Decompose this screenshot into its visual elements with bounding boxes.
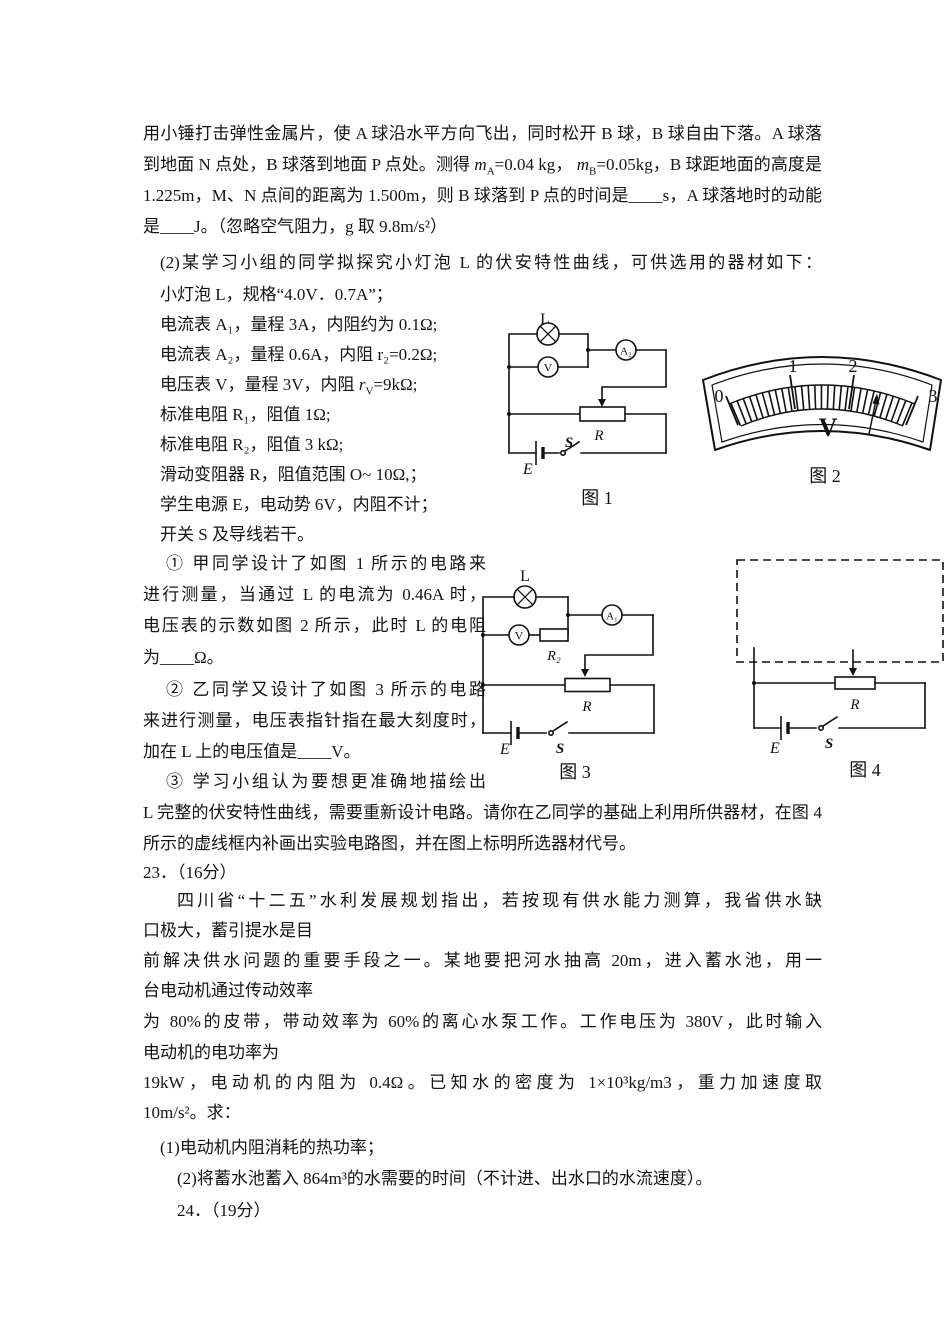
fig4-dashed-box	[736, 559, 944, 663]
fig1-switch-icon	[560, 450, 567, 457]
fig3-voltmeter-label: V	[515, 629, 524, 643]
equipment-item: 电流表 A₁，量程 3A，内阻约为 0.1Ω;	[160, 315, 438, 334]
step3-line3: 所示的虚线框内补画出实验电路图，并在图上标明所选器材代号。	[143, 834, 636, 853]
q23-line: 前解决供水问题的重要手段之一。某地要把河水抽高 20m，进入蓄水池，用一	[143, 951, 822, 970]
q23-line: 电动机的电功率为	[143, 1043, 279, 1062]
q23-number: 23．（16分）	[143, 863, 237, 882]
fig4-rheostat-icon	[834, 676, 876, 690]
fig2-tick-0: 0	[715, 386, 724, 406]
step2-line3: 加在 L 上的电压值是____V。	[143, 742, 361, 761]
fig2-needle-tip	[872, 393, 880, 405]
equipment-item: 开关 S 及导线若干。	[160, 525, 314, 544]
fig1-ammeter-label: A₂	[620, 346, 632, 358]
fig2-needle	[868, 399, 877, 435]
fig1-switch-label: S	[565, 435, 573, 451]
fig4-rheostat-label: R	[849, 697, 859, 713]
fig3-slider-arrow	[581, 669, 589, 677]
q23-line: 为 80%的皮带，带动效率为 60%的离心水泵工作。工作电压为 380V，此时输…	[143, 1012, 822, 1031]
q23-sub2: (2)将蓄水池蓄入 864m³的水需要的时间（不计进、出水口的水流速度）。	[177, 1169, 713, 1188]
fig2-unit-label: V	[819, 413, 838, 442]
step2-line1: ② 乙同学又设计了如图 3 所示的电路	[166, 680, 486, 699]
fig3-resistor-icon	[539, 628, 569, 642]
step1-line4: 为____Ω。	[143, 648, 224, 667]
fig3-ammeter-label: A₁	[606, 611, 618, 623]
q23-line: 10m/s²。求：	[143, 1103, 241, 1122]
fig3-lamp-label: L	[520, 568, 530, 585]
fig3-rheostat-label: R	[581, 699, 591, 715]
fig2-tick-1: 1	[789, 356, 798, 376]
q23-sub1: (1)电动机内阻消耗的热功率；	[160, 1138, 384, 1157]
figure3-circuit-diagram: L A₁ V R₂ R E S 图 3	[481, 568, 655, 782]
q23-line: 19kW，电动机的内阻为 0.4Ω。已知水的密度为 1×10³kg/m3，重力加…	[143, 1073, 822, 1092]
fig4-switch-label: S	[825, 736, 833, 752]
step2-line2: 来进行测量，电压表指针指在最大刻度时，	[143, 711, 486, 730]
equipment-item: 标准电阻 R₂，阻值 3 kΩ;	[160, 435, 344, 454]
equipment-item: 小灯泡 L，规格“4.0V．0.7A”；	[160, 285, 393, 304]
para1-line1: 用小锤打击弹性金属片，使 A 球沿水平方向飞出，同时松开 B 球，B 球自由下落…	[143, 124, 822, 143]
equipment-item: 电流表 A₂，量程 0.6A，内阻 r₂=0.2Ω;	[160, 345, 438, 364]
section2-intro: (2)某学习小组的同学拟探究小灯泡 L 的伏安特性曲线，可供选用的器材如下：	[160, 253, 822, 272]
fig4-battery-label: E	[769, 740, 780, 757]
fig4-caption: 图 4	[849, 760, 881, 780]
step1-line1: ① 甲同学设计了如图 1 所示的电路来	[166, 554, 486, 573]
fig2-caption: 图 2	[809, 466, 841, 486]
fig3-caption: 图 3	[559, 762, 591, 782]
step3-line2: L 完整的伏安特性曲线，需要重新设计电路。请你在乙同学的基础上利用所供器材，在图…	[143, 803, 822, 822]
fig3-resistor-label: R₂	[546, 649, 561, 664]
q23-line: 口极大，蓄引提水是目	[143, 921, 313, 940]
equipment-item: 标准电阻 R₁，阻值 1Ω;	[160, 405, 331, 424]
para1-line4: 是____J。（忽略空气阻力，g 取 9.8m/s²）	[143, 217, 448, 236]
fig1-slider-arrow	[598, 399, 606, 407]
fig3-switch-label: S	[556, 741, 564, 757]
para1-line2: 到地面 N 点处，B 球落到地面 P 点处。测得 mA=0.04 kg， mB=…	[143, 155, 822, 178]
fig3-switch-icon	[548, 730, 555, 737]
fig3-battery-label: E	[499, 741, 510, 758]
fig4-slider-arrow	[849, 668, 857, 676]
figure1-circuit-diagram: L A₂ V R E S 图 1	[507, 311, 667, 508]
figure4-circuit-diagram: R E S 图 4	[736, 559, 944, 780]
figure2-voltmeter-dial: 0 1 2 3 V 图 2	[702, 356, 942, 486]
equipment-item: 滑动变阻器 R，阻值范围 O~ 10Ω,；	[160, 465, 427, 484]
fig1-caption: 图 1	[581, 488, 613, 508]
fig1-battery-label: E	[522, 461, 533, 478]
fig4-switch-icon	[818, 725, 825, 732]
fig3-rheostat-icon	[564, 677, 611, 693]
q24-number: 24．（19分）	[177, 1201, 271, 1220]
step1-line3: 电压表的示数如图 2 所示，此时 L 的电阻	[143, 616, 486, 635]
para1-line3: 1.225m，M、N 点间的距离为 1.500m，则 B 球落到 P 点的时间是…	[143, 186, 822, 205]
step1-line2: 进行测量，当通过 L 的电流为 0.46A 时，	[143, 585, 486, 604]
fig2-tick-2: 2	[849, 356, 858, 376]
q23-line: 四川省“十二五”水利发展规划指出，若按现有供水能力测算，我省供水缺	[177, 891, 822, 910]
fig1-voltmeter-label: V	[544, 361, 553, 375]
fig1-rheostat-icon	[579, 406, 626, 422]
fig1-lamp-label: L	[540, 311, 550, 328]
equipment-item: 学生电源 E，电动势 6V，内阻不计；	[160, 495, 438, 514]
fig1-rheostat-label: R	[593, 428, 603, 444]
fig2-tick-3: 3	[929, 386, 938, 406]
equipment-item: 电压表 V，量程 3V，内阻 rV=9kΩ;	[160, 375, 418, 398]
step3-line1: ③ 学习小组认为要想更准确地描绘出	[166, 772, 486, 791]
q23-line: 台电动机通过传动效率	[143, 981, 313, 1000]
fig2-tick-band	[730, 384, 914, 427]
